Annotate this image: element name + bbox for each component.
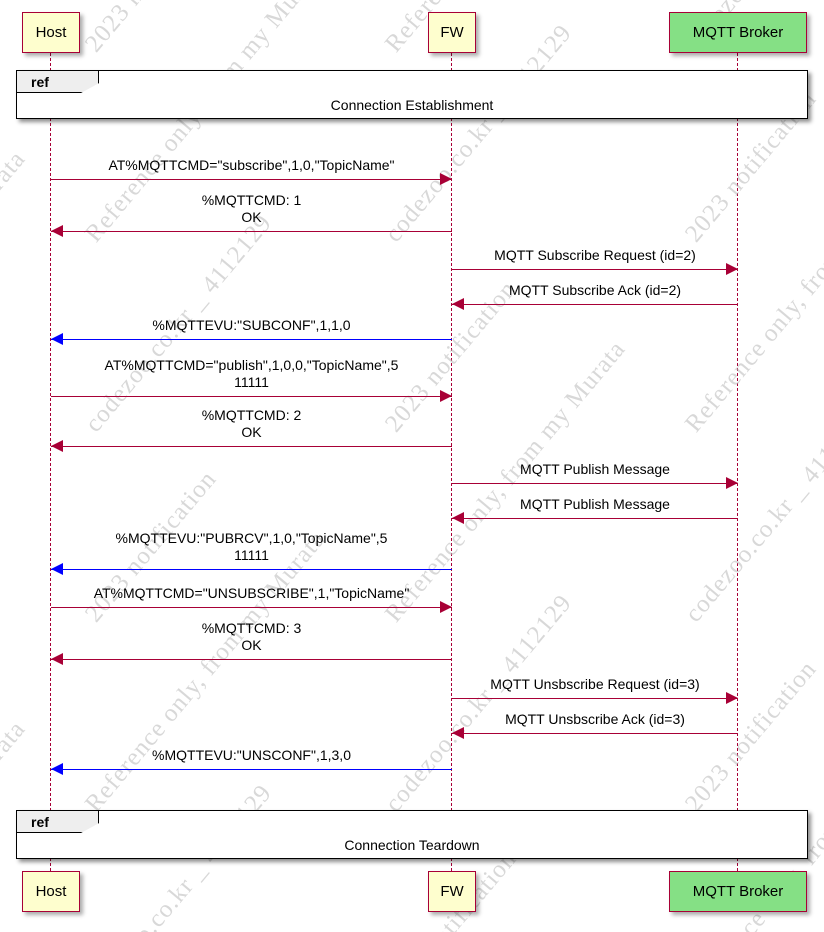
participant-host-bottom[interactable]: Host <box>22 871 80 912</box>
fragment-title: Connection Establishment <box>330 96 494 113</box>
arrowhead-right <box>440 390 452 402</box>
fragment-tag-label: ref <box>31 814 49 830</box>
watermark-text: Reference only, from my Murata <box>380 0 632 58</box>
participant-fw-bottom[interactable]: FW <box>428 871 476 912</box>
message-label: %MQTTCMD: 1 OK <box>201 192 302 225</box>
message-label: AT%MQTTCMD="subscribe",1,0,"TopicName" <box>108 157 395 173</box>
participant-host-top[interactable]: Host <box>22 12 80 53</box>
participant-label: Host <box>35 24 67 41</box>
message-label: MQTT Subscribe Ack (id=2) <box>508 282 682 298</box>
message-line <box>51 339 452 340</box>
fragment-tag-shape <box>17 71 99 93</box>
message-label: MQTT Publish Message <box>520 461 670 477</box>
arrowhead-left <box>51 763 63 775</box>
message-m4: MQTT Subscribe Ack (id=2) <box>452 282 738 310</box>
participant-fw-top[interactable]: FW <box>428 12 476 53</box>
arrowhead-right <box>440 601 452 613</box>
participant-broker-top[interactable]: MQTT Broker <box>669 12 807 53</box>
message-m6: AT%MQTTCMD="publish",1,0,0,"TopicName",5… <box>51 357 452 402</box>
arrowhead-left <box>452 512 464 524</box>
watermark-text: codezoo.co.kr _ 4112129 <box>680 399 824 628</box>
arrowhead-left <box>51 563 63 575</box>
message-m2: %MQTTCMD: 1 OK <box>51 192 452 237</box>
message-line <box>51 446 452 447</box>
message-line <box>51 569 452 570</box>
message-m12: %MQTTCMD: 3 OK <box>51 620 452 665</box>
message-line <box>452 733 738 734</box>
message-line <box>51 769 452 770</box>
participant-label: FW <box>440 883 464 900</box>
message-m13: MQTT Unsbscribe Request (id=3) <box>452 676 738 704</box>
participant-label: MQTT Broker <box>692 883 784 900</box>
message-label: MQTT Unsbscribe Request (id=3) <box>490 676 700 692</box>
arrowhead-left <box>51 333 63 345</box>
message-m10: %MQTTEVU:"PUBRCV",1,0,"TopicName",5 1111… <box>51 530 452 575</box>
lifeline-fw <box>451 53 452 871</box>
fragment-tag-shape <box>17 811 99 833</box>
message-label: %MQTTEVU:"UNSCONF",1,3,0 <box>152 747 351 763</box>
arrowhead-right <box>726 477 738 489</box>
message-line <box>452 304 738 305</box>
arrowhead-left <box>51 225 63 237</box>
fragment-title: Connection Teardown <box>344 836 480 853</box>
lifeline-host <box>50 53 51 871</box>
message-line <box>452 483 738 484</box>
participant-broker-bottom[interactable]: MQTT Broker <box>669 871 807 912</box>
message-line <box>452 698 738 699</box>
participant-label: MQTT Broker <box>692 24 784 41</box>
message-line <box>51 179 452 180</box>
message-label: %MQTTEVU:"PUBRCV",1,0,"TopicName",5 1111… <box>115 530 388 563</box>
message-label: AT%MQTTCMD="publish",1,0,0,"TopicName",5… <box>104 357 399 390</box>
message-m11: AT%MQTTCMD="UNSUBSCRIBE",1,"TopicName" <box>51 585 452 613</box>
message-label: MQTT Unsbscribe Ack (id=3) <box>505 711 685 727</box>
arrowhead-left <box>51 440 63 452</box>
message-label: %MQTTCMD: 2 OK <box>201 407 302 440</box>
message-m1: AT%MQTTCMD="subscribe",1,0,"TopicName" <box>51 157 452 185</box>
fragment-tag-label: ref <box>31 74 49 90</box>
watermark-text: Reference only, from my Murata <box>0 145 31 438</box>
message-line <box>452 518 738 519</box>
arrowhead-left <box>51 653 63 665</box>
lifeline-broker <box>737 53 738 871</box>
message-line <box>51 659 452 660</box>
arrowhead-left <box>452 298 464 310</box>
message-m14: MQTT Unsbscribe Ack (id=3) <box>452 711 738 739</box>
message-line <box>452 269 738 270</box>
message-m8: MQTT Publish Message <box>452 461 738 489</box>
message-label: MQTT Publish Message <box>520 496 670 512</box>
message-label: %MQTTCMD: 3 OK <box>201 620 302 653</box>
message-line <box>51 607 452 608</box>
message-m9: MQTT Publish Message <box>452 496 738 524</box>
message-m7: %MQTTCMD: 2 OK <box>51 407 452 452</box>
arrowhead-right <box>726 263 738 275</box>
message-label: %MQTTEVU:"SUBCONF",1,1,0 <box>152 317 351 333</box>
message-line <box>51 396 452 397</box>
arrowhead-right <box>440 173 452 185</box>
message-line <box>51 231 452 232</box>
message-label: AT%MQTTCMD="UNSUBSCRIBE",1,"TopicName" <box>93 585 410 601</box>
watermark-text: 2023 notification <box>80 0 223 58</box>
participant-label: Host <box>35 883 67 900</box>
arrowhead-right <box>726 692 738 704</box>
message-m5: %MQTTEVU:"SUBCONF",1,1,0 <box>51 317 452 345</box>
message-label: MQTT Subscribe Request (id=2) <box>494 247 696 263</box>
message-m15: %MQTTEVU:"UNSCONF",1,3,0 <box>51 747 452 775</box>
message-m3: MQTT Subscribe Request (id=2) <box>452 247 738 275</box>
participant-label: FW <box>440 24 464 41</box>
arrowhead-left <box>452 727 464 739</box>
